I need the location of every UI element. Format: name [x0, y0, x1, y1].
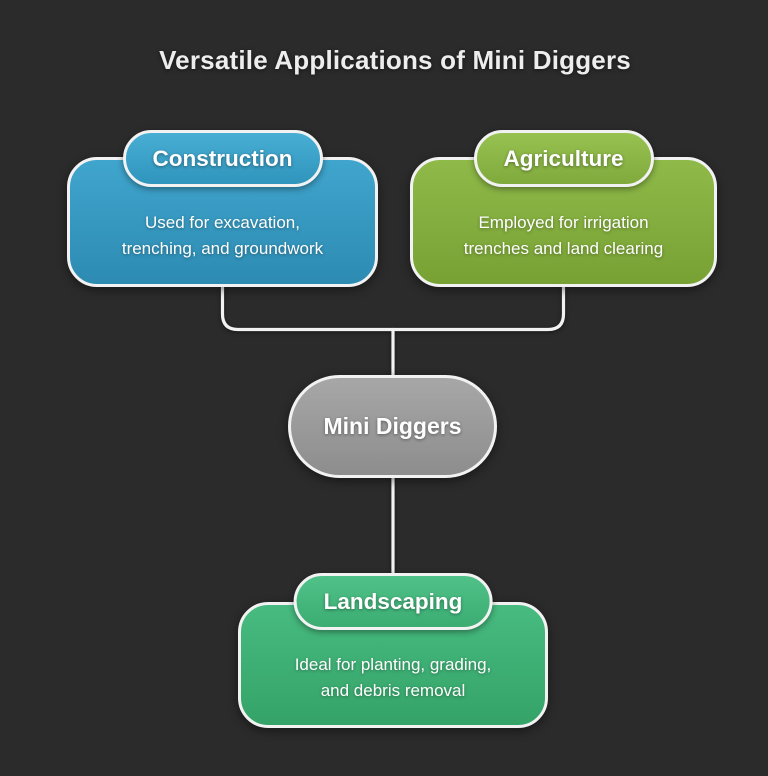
diagram-title: Versatile Applications of Mini Diggers — [159, 45, 631, 75]
node-landscaping: Ideal for planting, grading, and debris … — [238, 573, 548, 728]
desc-line: Ideal for planting, grading, — [294, 655, 492, 674]
node-agriculture-header: Agriculture — [473, 130, 654, 187]
node-root-label: Mini Diggers — [323, 413, 462, 439]
node-construction-description: Used for excavation, trenching, and grou… — [122, 210, 323, 262]
node-construction: Used for excavation, trenching, and grou… — [67, 130, 378, 287]
node-landscaping-header: Landscaping — [293, 573, 493, 630]
desc-line: Used for excavation, — [145, 213, 300, 232]
desc-line: trenches and land clearing — [463, 239, 664, 258]
desc-line: Employed for irrigation — [478, 213, 649, 232]
node-landscaping-description: Ideal for planting, grading, and debris … — [295, 652, 492, 704]
node-agriculture: Employed for irrigation trenches and lan… — [410, 130, 717, 287]
desc-line: and debris removal — [320, 681, 466, 700]
node-agriculture-description: Employed for irrigation trenches and lan… — [464, 210, 663, 262]
node-construction-header: Construction — [122, 130, 323, 187]
connector-branches-to-root — [220, 282, 566, 332]
desc-line: trenching, and groundwork — [121, 239, 324, 258]
node-root: Mini Diggers — [288, 375, 497, 478]
node-construction-body: Used for excavation, trenching, and grou… — [67, 157, 378, 287]
